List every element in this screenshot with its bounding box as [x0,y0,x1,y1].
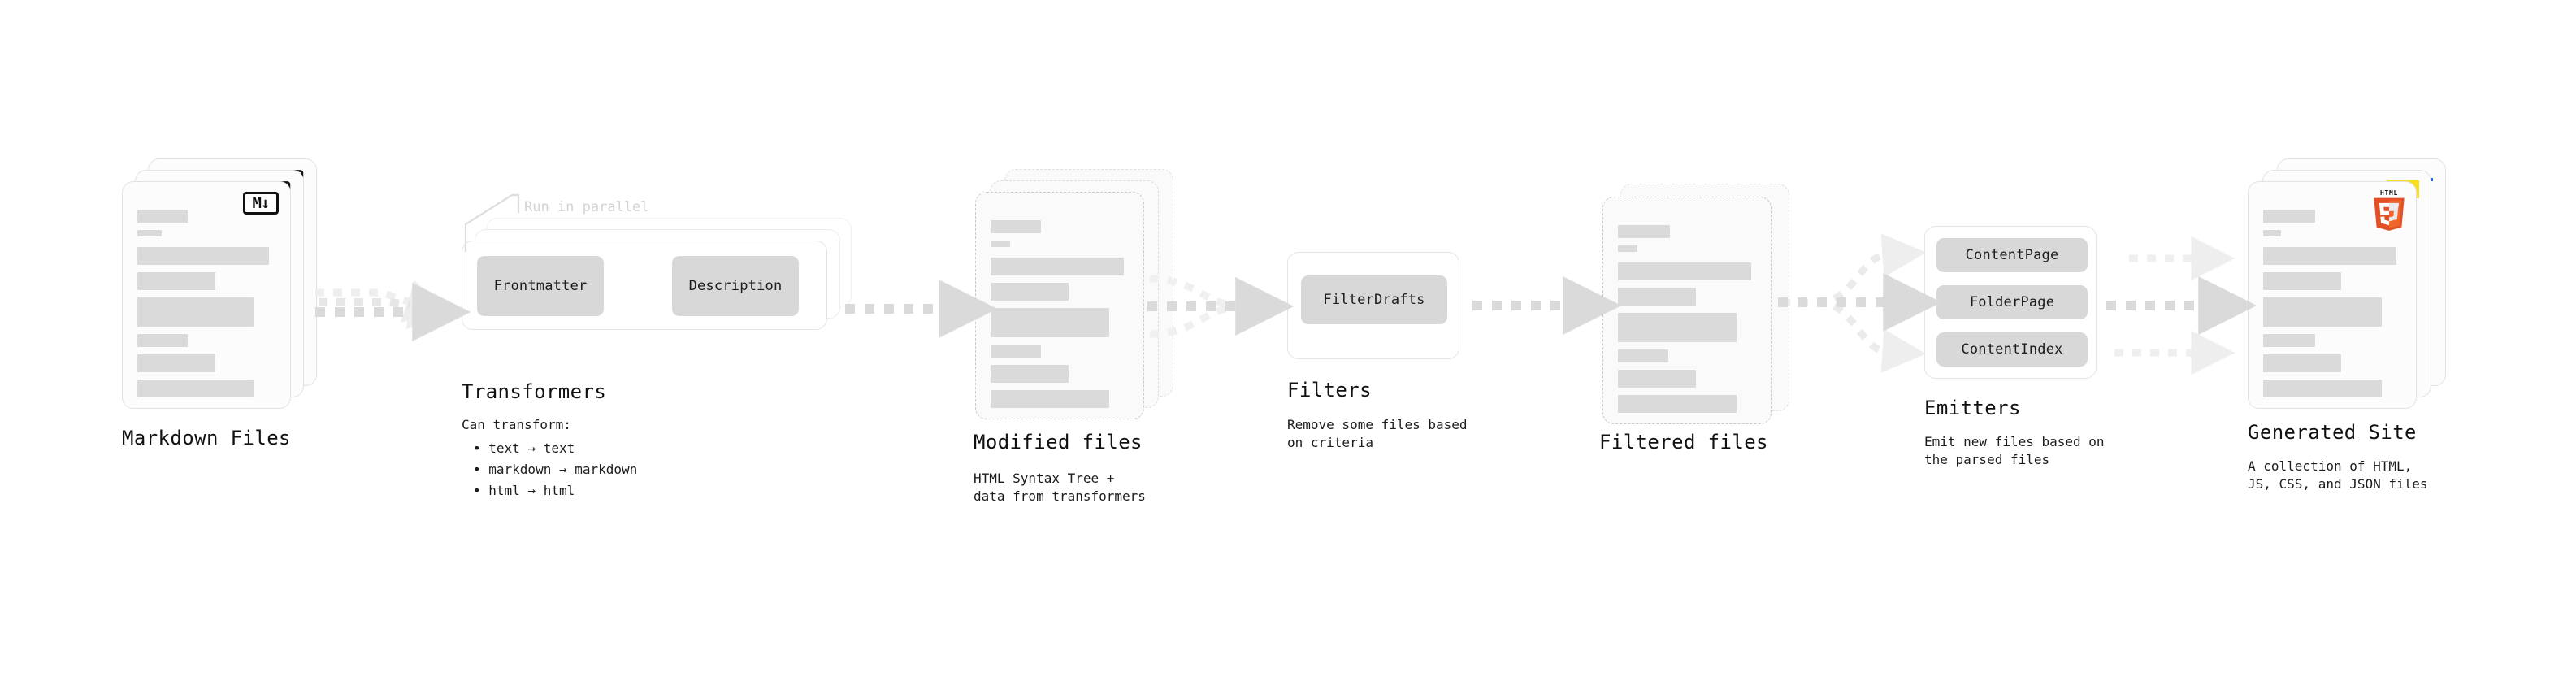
skeleton-bar [2263,354,2341,372]
emitters-title: Emitters [1924,397,2021,419]
generated-site-subtitle: A collection of HTML, JS, CSS, and JSON … [2248,458,2428,492]
chip-description[interactable]: Description [672,256,799,316]
skeleton-bar [137,210,188,223]
skeleton-bar [1618,245,1637,252]
skeleton-bar [137,230,162,236]
modified-file-front [975,192,1144,419]
markdown-file-front: M↓ [122,181,291,409]
transformers-bullet-1: • markdown → markdown [473,462,638,477]
skeleton-bar [1618,225,1670,238]
skeleton-bar [1618,313,1737,342]
skeleton-bar [137,272,215,290]
markdown-icon: M↓ [243,192,279,215]
chip-filterdrafts[interactable]: FilterDrafts [1301,275,1447,324]
chip-frontmatter[interactable]: Frontmatter [477,256,604,316]
skeleton-bar [1618,288,1696,306]
generated-file-html: HTML [2248,181,2417,409]
conn-filtered-to-emitters [1778,233,1942,373]
skeleton-bar [991,258,1124,275]
skeleton-bar [1618,395,1737,413]
chip-contentindex[interactable]: ContentIndex [1936,332,2088,367]
skeleton-bar [991,283,1069,301]
run-in-parallel-note: Run in parallel [524,199,649,215]
file-skeleton [991,220,1130,415]
transformers-subtitle: Can transform: [462,417,571,432]
skeleton-bar [991,345,1041,358]
file-skeleton [1618,225,1758,420]
emitters-box: ContentPage FolderPage ContentIndex [1924,226,2097,379]
skeleton-bar [2263,334,2315,347]
skeleton-bar [137,297,254,327]
skeleton-bar [2263,230,2281,236]
skeleton-bar [2263,380,2382,397]
skeleton-bar [991,308,1109,337]
skeleton-bar [991,220,1041,233]
skeleton-bar [991,365,1069,383]
transformers-bullet-0: • text → text [473,440,575,456]
filters-box: FilterDrafts [1287,252,1459,359]
skeleton-bar [991,390,1109,408]
emitters-subtitle: Emit new files based on the parsed files [1924,434,2105,467]
html5-icon: HTML [2370,189,2408,231]
transformers-title: Transformers [462,380,607,403]
skeleton-bar [1618,262,1751,280]
filters-title: Filters [1287,379,1372,401]
file-skeleton [2263,210,2403,405]
skeleton-bar [2263,297,2382,327]
skeleton-bar [137,354,215,372]
transformer-box-front: Frontmatter Description [462,241,827,330]
generated-site-title: Generated Site [2248,421,2417,444]
skeleton-bar [1618,370,1696,388]
conn-emitters-to-site [2106,236,2257,375]
file-skeleton [137,210,277,405]
modified-files-title: Modified files [974,431,1143,453]
skeleton-bar [137,247,269,265]
skeleton-bar [2263,210,2315,223]
markdown-files-title: Markdown Files [122,427,291,449]
skeleton-bar [2263,272,2341,290]
modified-files-subtitle: HTML Syntax Tree + data from transformer… [974,471,1146,504]
conn-md-to-transformers [315,280,471,341]
filtered-file-front [1602,197,1772,424]
transformers-bullet-2: • html → html [473,483,575,498]
svg-text:HTML: HTML [2380,189,2398,197]
skeleton-bar [137,334,188,347]
skeleton-bar [1618,349,1668,362]
filters-subtitle: Remove some files based on criteria [1287,417,1468,450]
skeleton-bar [137,380,254,397]
chip-folderpage[interactable]: FolderPage [1936,285,2088,319]
skeleton-bar [991,241,1010,247]
filtered-files-title: Filtered files [1599,431,1768,453]
skeleton-bar [2263,247,2396,265]
chip-contentpage[interactable]: ContentPage [1936,238,2088,272]
